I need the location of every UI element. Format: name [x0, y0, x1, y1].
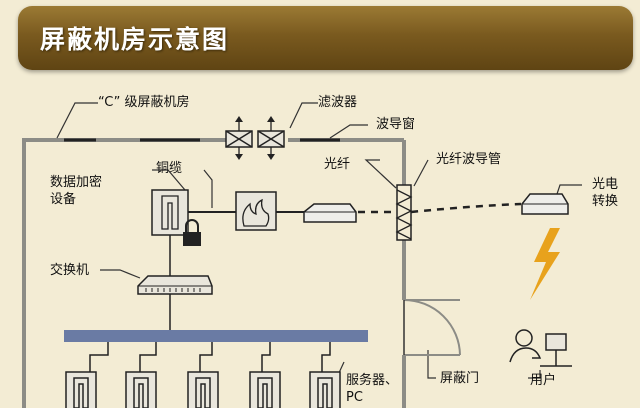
- lock-icon: [183, 219, 201, 246]
- label-shield-door: 屏蔽门: [440, 371, 480, 386]
- label-servers-pc: 服务器、 PC: [346, 373, 399, 405]
- label-switch: 交换机: [50, 263, 90, 278]
- fiber-modem-icon: [303, 203, 357, 223]
- firewall-icon: [235, 191, 304, 231]
- label-copper-cable: 铜缆: [156, 161, 183, 176]
- label-waveguide-window: 波导窗: [376, 117, 416, 132]
- filter-icon: [225, 116, 285, 160]
- label-fiber-waveguide-tube: 光纤波导管: [436, 152, 502, 167]
- encryption-device-icon: [151, 189, 189, 236]
- label-c-room: “C” 级屏蔽机房: [98, 95, 190, 110]
- server-icon: [65, 371, 341, 408]
- server-drop-lines: [89, 342, 331, 372]
- page-title: 屏蔽机房示意图: [40, 25, 230, 54]
- switch-icon: [137, 275, 213, 295]
- lightning-icon: [530, 228, 560, 300]
- label-photoelectric-converter: 光电 转换: [592, 177, 619, 209]
- leader-lines: [56, 102, 582, 391]
- label-user: 用户: [530, 373, 557, 388]
- label-filter: 滤波器: [318, 95, 358, 110]
- converter-icon: [521, 193, 569, 215]
- title-banner: [18, 6, 633, 70]
- door-arc-icon: [403, 299, 461, 356]
- fiber-dashed-line: [358, 202, 522, 214]
- waveguide-tube-icon: [395, 184, 413, 241]
- label-fiber: 光纤: [324, 157, 351, 172]
- user-icon: [509, 329, 572, 367]
- label-encryption-device: 数据加密 设备: [50, 175, 103, 207]
- network-bus-bar: [64, 330, 368, 342]
